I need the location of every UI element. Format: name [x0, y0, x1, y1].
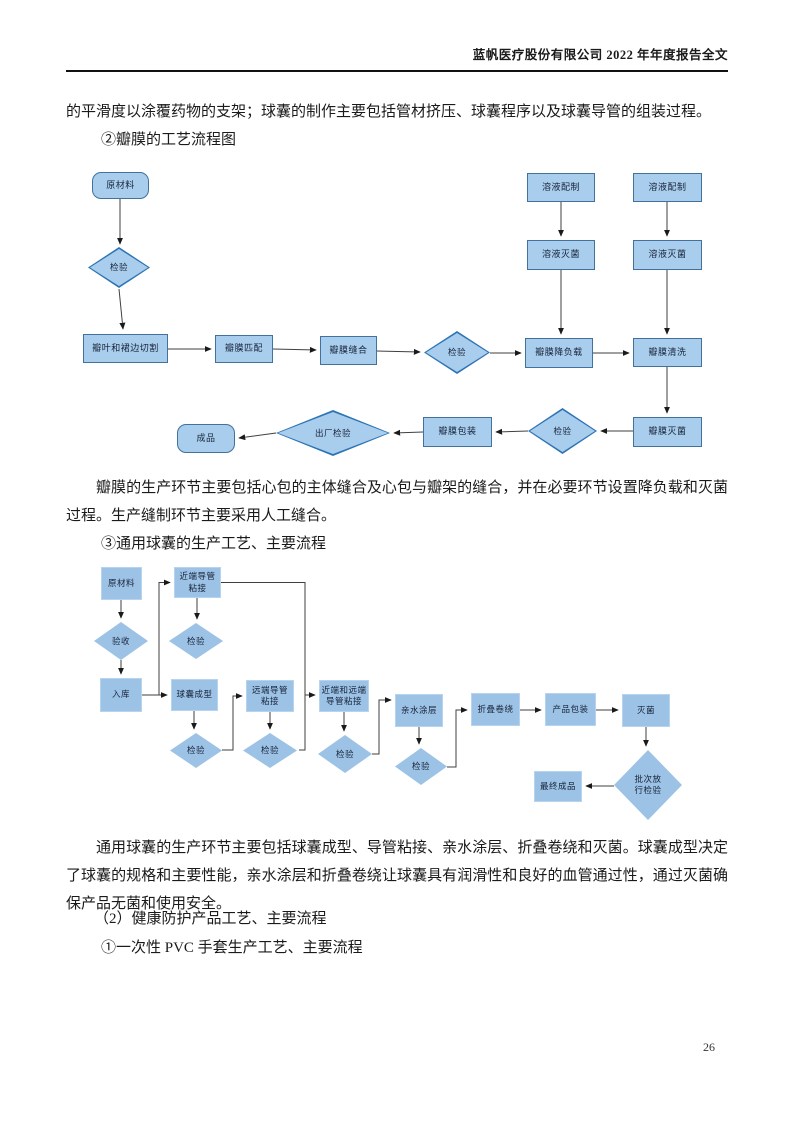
heading-balloon-process: ③通用球囊的生产工艺、主要流程 — [101, 536, 327, 552]
heading-valve-process: ②瓣膜的工艺流程图 — [101, 132, 237, 148]
node-inspection-b: 检验 — [170, 733, 222, 768]
node-valve-cleaning: 瓣膜清洗 — [633, 338, 702, 367]
node-inspection-e: 检验 — [395, 748, 447, 785]
paragraph-intro: 的平滑度以涂覆药物的支架；球囊的制作主要包括管材挤压、球囊程序以及球囊导管的组装… — [66, 104, 712, 120]
node-factory-inspection-label: 出厂检验 — [314, 427, 351, 438]
node-solution-prep-2: 溶液配制 — [633, 173, 702, 202]
node-hydrophilic-coating: 亲水涂层 — [395, 694, 443, 727]
node-inspection-3: 检验 — [528, 408, 597, 454]
node-inspection-1: 检验 — [88, 247, 150, 288]
node-balloon-forming: 球囊成型 — [171, 679, 218, 711]
node-valve-suturing: 瓣膜缝合 — [320, 336, 377, 365]
node-warehousing: 入库 — [100, 678, 142, 712]
node-valve-deload: 瓣膜降负载 — [525, 338, 593, 368]
node-inspection-1-label: 检验 — [109, 262, 128, 273]
node-fold-winding: 折叠卷绕 — [471, 693, 520, 726]
valve-flowchart: 原材料 检验 瓣叶和裙边切割 瓣膜匹配 瓣膜缝合 检验 瓣膜降负载 瓣膜清洗 溶… — [0, 165, 794, 465]
node-solution-sterilization-2: 溶液灭菌 — [633, 240, 702, 270]
node-inspection-d: 检验 — [318, 735, 372, 773]
page-number: 26 — [703, 1040, 715, 1054]
node-distal-bonding: 远端导管 粘接 — [246, 680, 294, 712]
paragraph-balloon-desc: 通用球囊的生产环节主要包括球囊成型、导管粘接、亲水涂层、折叠卷绕和灭菌。球囊成型… — [66, 840, 728, 912]
header-rule — [66, 70, 728, 72]
node-inspection-2: 检验 — [424, 331, 490, 374]
node-proximal-bonding: 近端导管 粘接 — [174, 567, 221, 598]
node-valve-sterilization: 瓣膜灭菌 — [633, 417, 702, 447]
node-solution-prep-1: 溶液配制 — [527, 173, 595, 202]
node-valve-matching: 瓣膜匹配 — [215, 335, 273, 363]
header-title: 蓝帆医疗股份有限公司 2022 年年度报告全文 — [472, 48, 728, 62]
node-inspection-c: 检验 — [243, 733, 297, 768]
heading-pvc-gloves: ①一次性 PVC 手套生产工艺、主要流程 — [101, 940, 363, 956]
node-product-packaging: 产品包装 — [545, 693, 596, 726]
node-acceptance-label: 验收 — [111, 635, 130, 646]
node-batch-release-inspection-label: 批次放 行检验 — [634, 774, 662, 795]
node-inspection-a-label: 检验 — [186, 635, 205, 646]
node-valve-packaging: 瓣膜包装 — [423, 417, 492, 447]
node-proximal-distal-bonding: 近端和远端 导管粘接 — [319, 680, 369, 712]
node-raw-material-2: 原材料 — [101, 567, 142, 600]
connector-lines-1 — [117, 199, 670, 441]
node-batch-release-inspection: 批次放 行检验 — [614, 750, 682, 820]
connector-lines-2 — [118, 579, 649, 789]
balloon-flowchart: 原材料 验收 入库 近端导管 粘接 检验 球囊成型 检验 远端导管 粘接 检验 … — [0, 558, 794, 828]
node-inspection-d-label: 检验 — [335, 748, 354, 759]
node-inspection-a: 检验 — [169, 623, 223, 659]
node-leaflet-skirt-cutting: 瓣叶和裙边切割 — [83, 334, 168, 363]
node-final-product: 最终成品 — [534, 771, 582, 802]
node-inspection-e-label: 检验 — [411, 761, 430, 772]
node-raw-material: 原材料 — [92, 172, 149, 199]
node-inspection-2-label: 检验 — [447, 347, 466, 358]
node-inspection-c-label: 检验 — [260, 745, 279, 756]
node-sterilization: 灭菌 — [622, 694, 670, 727]
node-inspection-b-label: 检验 — [186, 745, 205, 756]
node-solution-sterilization-1: 溶液灭菌 — [527, 240, 595, 270]
heading-health-products: （2）健康防护产品工艺、主要流程 — [94, 911, 327, 927]
paragraph-valve-desc: 瓣膜的生产环节主要包括心包的主体缝合及心包与瓣架的缝合，并在必要环节设置降负载和… — [66, 480, 728, 524]
node-acceptance: 验收 — [94, 622, 148, 660]
node-inspection-3-label: 检验 — [553, 425, 572, 436]
node-factory-inspection: 出厂检验 — [276, 410, 390, 456]
node-finished-product: 成品 — [177, 424, 235, 453]
